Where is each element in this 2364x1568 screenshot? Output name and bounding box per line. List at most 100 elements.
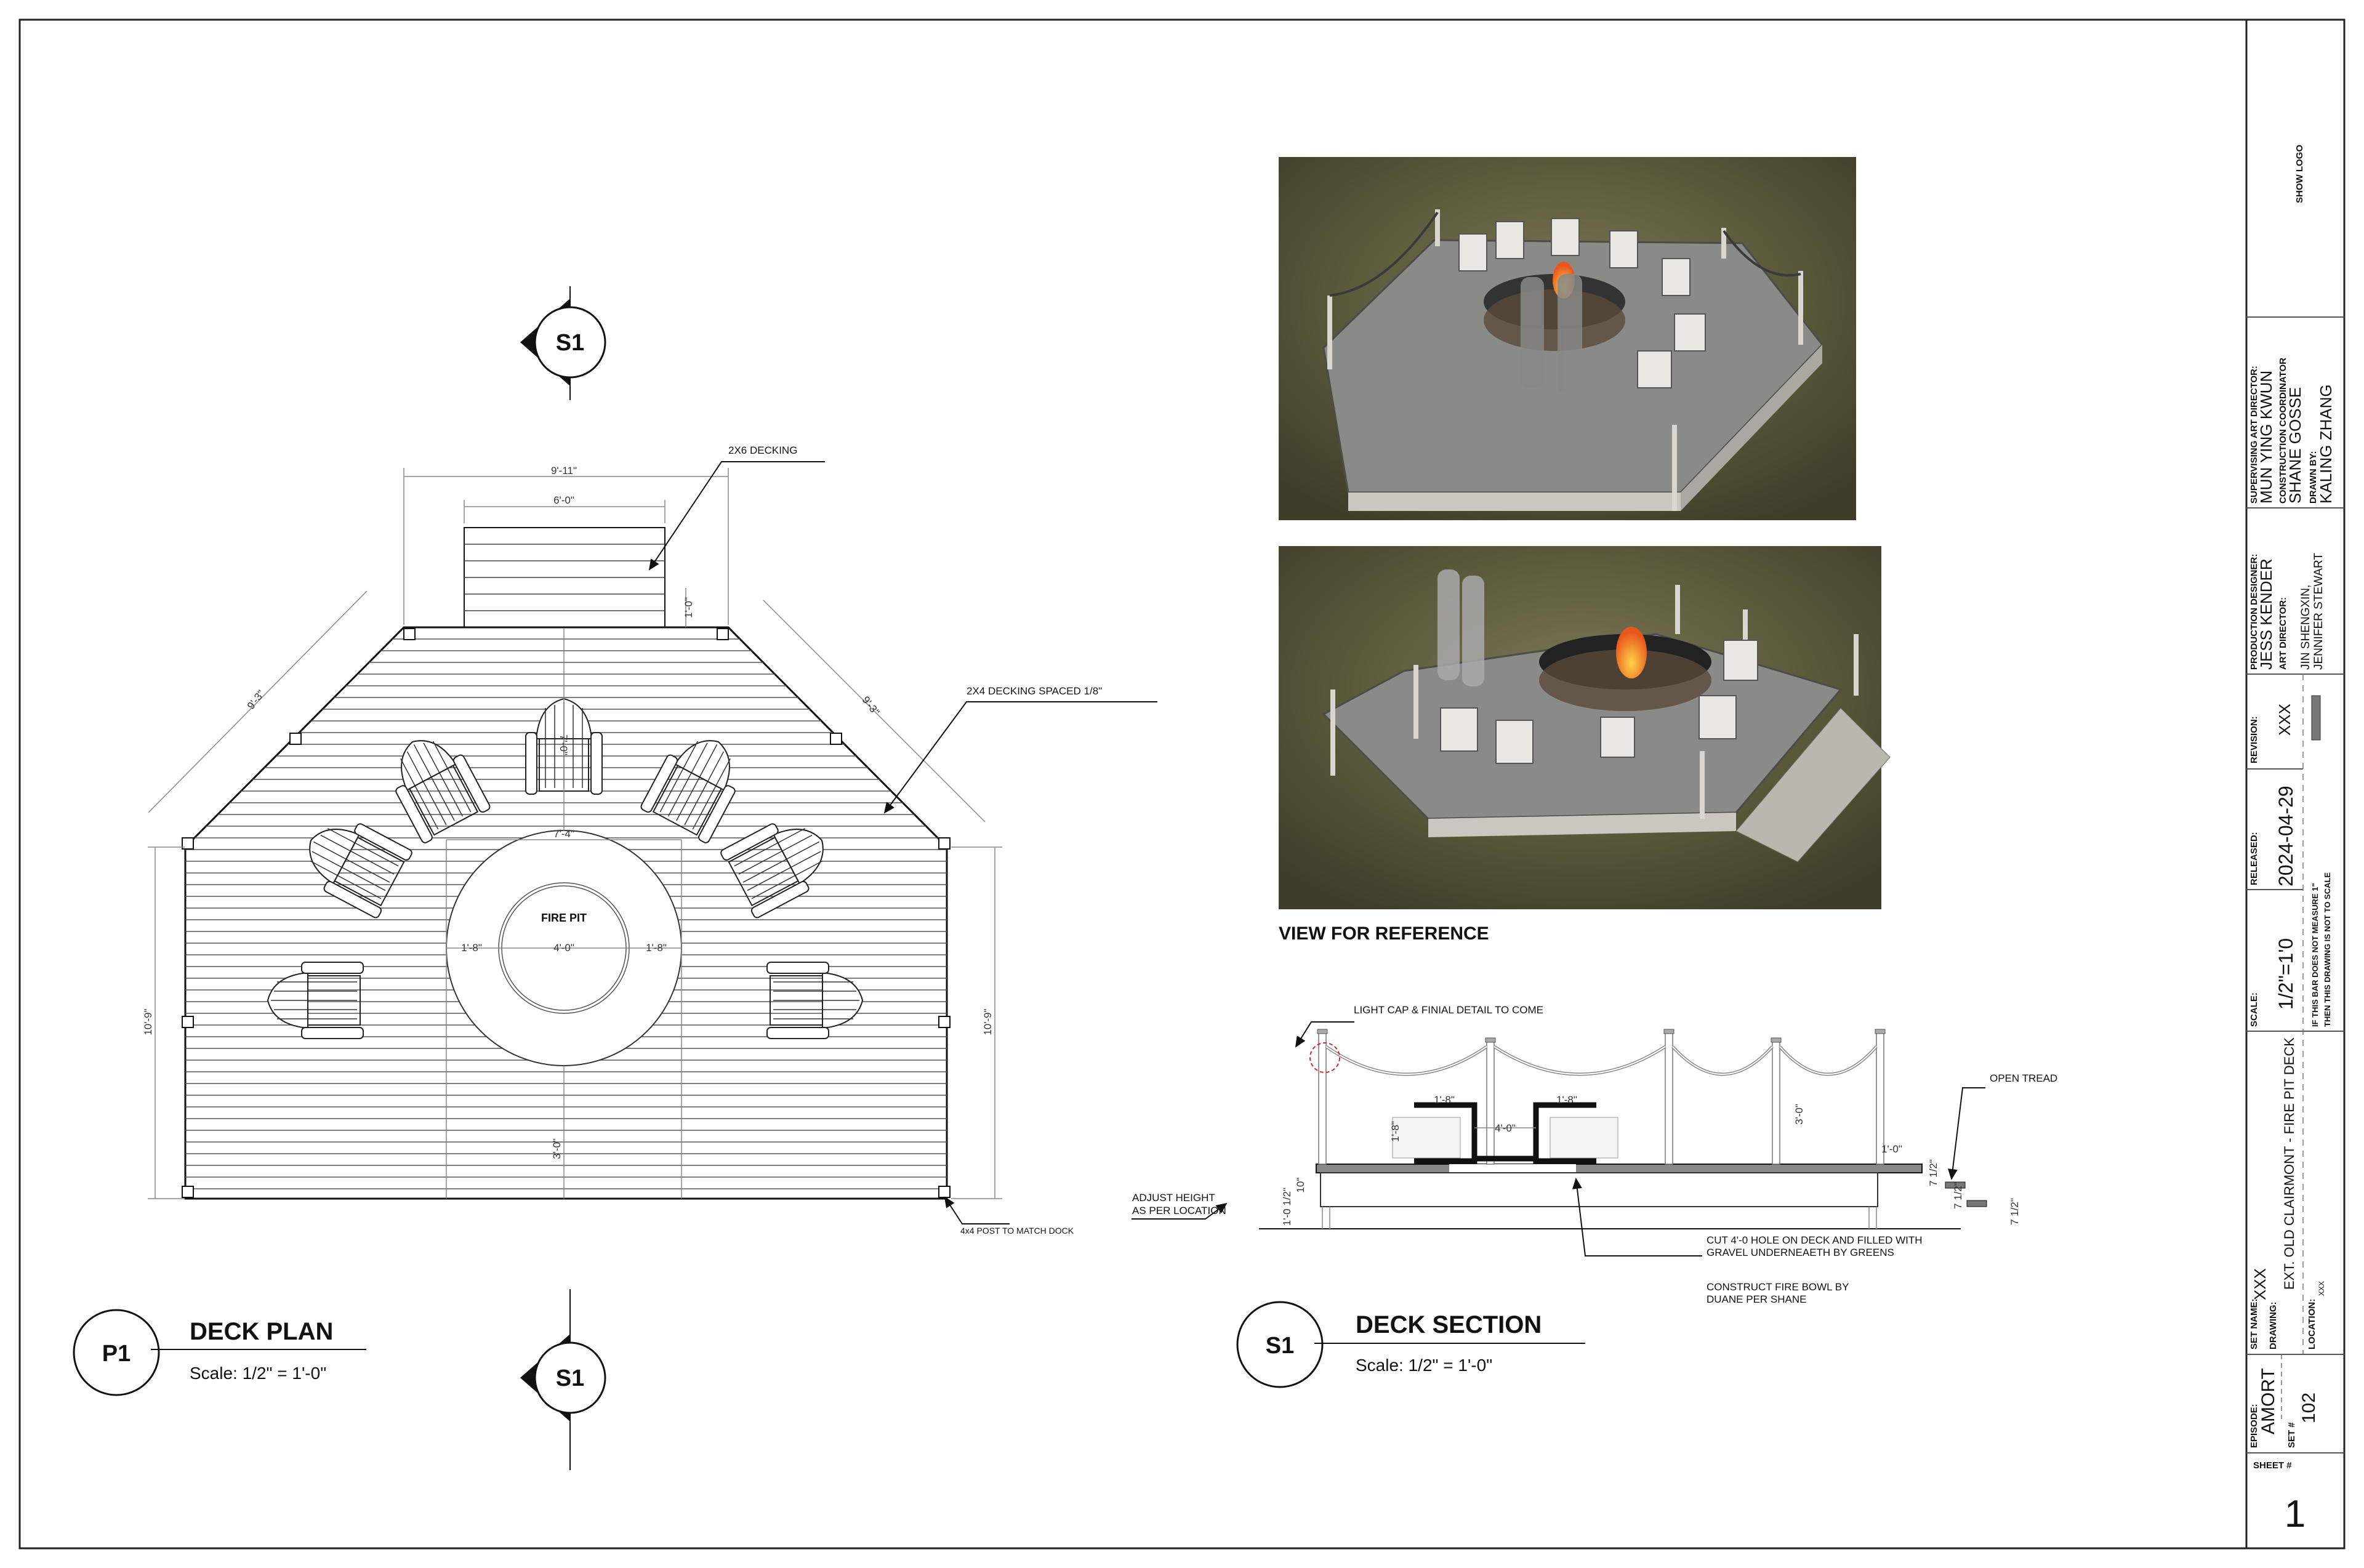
dim-pit-to-edge: 3'-0" [551,1138,563,1159]
dim-step-3: 7 1/2" [2009,1198,2020,1225]
section-dimensions: 1'-8" 1'-8" 4'-0" 1'-8" 3'-0" 1'-0" 10" … [1281,1094,2020,1226]
set-number-value: 102 [2299,1393,2319,1423]
rail-post [1665,1032,1673,1165]
dim-right-height: 10'-9" [982,1008,994,1035]
post [938,837,951,850]
location-label: LOCATION: [2307,1299,2317,1349]
dim-dock-width: 6'-0" [553,494,574,506]
dim-joist: 10" [1295,1178,1306,1193]
callout-2x6-decking: 2X6 DECKING [728,444,797,456]
callout-4x4-post: 4x4 POST TO MATCH DOCK [960,1226,1074,1236]
deck-posts [182,628,951,1198]
fire-pit-label: FIRE PIT [541,912,587,924]
dim-pit-left: 1'-8" [461,942,482,954]
deck-section: 1'-8" 1'-8" 4'-0" 1'-8" 3'-0" 1'-0" 10" … [1132,1004,2057,1388]
section-scale: Scale: 1/2" = 1'-0" [1356,1356,1492,1375]
supervising-art-director: MUN YING KWUN [2257,371,2275,504]
art-director-1: JIN SHENGXIN, [2299,585,2312,670]
adirondack-chair [395,740,491,843]
art-director-2: JENNIFER STEWART [2312,553,2325,670]
reference-render-2 [1279,546,1891,909]
drawing-label: DRAWING: [2268,1302,2278,1350]
plan-title: DECK PLAN [190,1318,333,1345]
show-logo: SHOW LOGO [2294,145,2305,203]
production-designer: JESS KENDER [2257,558,2275,670]
post [830,733,842,745]
supervising-art-director-label: SUPERVISING ART DIRECTOR: [2249,366,2259,504]
dim-top-width: 9'-11" [551,465,577,476]
post [289,733,302,745]
rail-post [1318,1032,1327,1165]
section-title: DECK SECTION [1356,1311,1542,1338]
plan-id: P1 [102,1341,131,1367]
adirondack-chair [640,740,736,843]
reference-render-1 [1279,157,1856,520]
set-name-label: SET NAME: [2249,1299,2259,1350]
episode-value: AMORT [2258,1368,2278,1434]
dim-left-diagonal: 9'-3" [245,688,267,711]
section-fire-bowl [1392,1102,1618,1164]
plan-callouts: 2X6 DECKING 2X4 DECKING SPACED 1/8" 4x4 … [648,444,1157,1236]
title-block: SHOW LOGO SUPERVISING ART DIRECTOR: MUN … [2245,18,2346,1550]
callout-adjust-height-1: ADJUST HEIGHT [1132,1192,1215,1204]
dim-chair-row: 7'-4" [553,828,574,840]
dim-pit-right: 1'-8" [646,942,667,954]
section-marker-bottom[interactable]: S1 [520,1289,606,1470]
section-title-block: S1 DECK SECTION Scale: 1/2" = 1'-0" [1236,1301,1585,1388]
episode-label: EPISODE: [2249,1404,2259,1448]
dim-pit-inner: 4'-0" [553,942,574,954]
drawing-value: EXT. OLD CLAIRMONT - FIRE PIT DECK [2282,1037,2297,1290]
post-cap [1875,1029,1886,1034]
scale-value: 1/2"=1'0 [2275,938,2297,1010]
callout-open-tread: OPEN TREAD [1990,1072,2057,1084]
dim-dock-offset: 1'-0" [683,597,694,618]
callout-2x4-decking: 2X4 DECKING SPACED 1/8" [967,685,1102,697]
post-cap [1663,1029,1674,1034]
reference-title: VIEW FOR REFERENCE [1279,923,1489,944]
section-decking [1316,1164,1923,1173]
section-id: S1 [1266,1333,1294,1359]
plan-title-block: P1 DECK PLAN Scale: 1/2" = 1'-0" [73,1309,366,1396]
dim-left-height: 10'-9" [142,1008,154,1035]
revision-label: REVISION: [2249,716,2259,763]
post [938,1016,951,1028]
section-rail-posts [1317,1029,1886,1165]
dock-boards [464,544,665,611]
adirondack-chair [720,823,824,919]
callout-cut-hole-2: GRAVEL UNDERNEAETH BY GREENS [1707,1247,1894,1258]
dim-bowl-right: 1'-8" [1556,1094,1577,1106]
section-marker-label: S1 [556,330,584,356]
dim-step-1: 7 1/2" [1928,1159,1939,1186]
post-cap [1485,1037,1496,1043]
released-label: RELEASED: [2249,832,2259,885]
sheet-number-label: SHEET # [2253,1460,2292,1471]
post-cap [1317,1029,1328,1034]
post [182,837,194,850]
deck-plan: S1 FIRE PIT 9'-11" 6'-0" 1'-0" 9'-3" [73,286,1157,1470]
dim-step-2: 7 1/2" [1952,1182,1964,1209]
adirondack-chair [309,823,412,919]
section-marker-top[interactable]: S1 [520,286,606,400]
construction-coordinator: SHANE GOSSE [2286,387,2304,504]
scale-check-bar [2311,695,2321,741]
location-value: XXX [2317,1281,2326,1296]
post [717,628,729,640]
callout-fire-bowl-2: DUANE PER SHANE [1707,1293,1806,1305]
plan-scale: Scale: 1/2" = 1'-0" [190,1364,326,1383]
revision-value: XXX [2275,704,2294,736]
dim-bowl-height: 1'-8" [1389,1121,1401,1142]
dim-right-diagonal: 9'-3" [859,694,882,717]
dim-deck-height: 1'-0 1/2" [1281,1188,1293,1226]
post [182,1016,194,1028]
scale-bar-note-1: IF THIS BAR DOES NOT MEASURE 1" [2310,883,2320,1027]
callout-light-cap: LIGHT CAP & FINIAL DETAIL TO COME [1354,1004,1543,1016]
production-designer-label: PRODUCTION DESIGNER: [2249,554,2259,670]
callout-cut-hole-1: CUT 4'-0 HOLE ON DECK AND FILLED WITH [1707,1234,1923,1246]
set-name-value: XXX [2251,1268,2269,1300]
scale-bar-note-2: THEN THIS DRAWING IS NOT TO SCALE [2323,872,2332,1027]
sheet-number-value: 1 [2285,1493,2306,1535]
callout-fire-bowl-1: CONSTRUCT FIRE BOWL BY [1707,1281,1849,1293]
section-marker-label: S1 [556,1365,584,1391]
dim-bowl-left: 1'-8" [1434,1094,1455,1106]
